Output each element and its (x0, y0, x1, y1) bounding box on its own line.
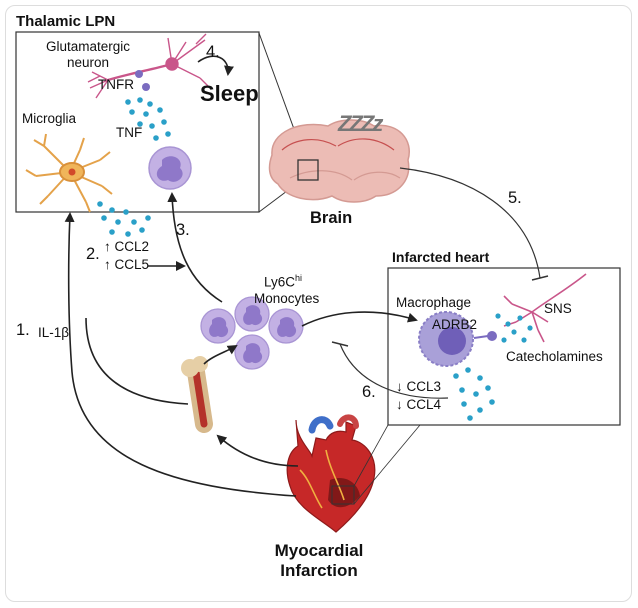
step-1: 1. (16, 321, 30, 339)
label-ccl5: ↑ CCL5 (104, 257, 150, 272)
infarcted-heart-box (387, 267, 621, 426)
brain-illustration (268, 119, 410, 203)
label-zzz: ZZZz (338, 111, 383, 136)
label-catecholamines: Catecholamines (506, 349, 603, 364)
arrow-4-neuron-to-sleep (197, 55, 234, 76)
label-tnfr: TNFR (98, 77, 134, 92)
step-6: 6. (362, 383, 376, 401)
label-ly6c: Ly6Chi (264, 273, 303, 290)
label-ccl2: ↑ CCL2 (104, 239, 150, 254)
heart-illustration (286, 414, 376, 533)
arrow-5-brain-to-sns (399, 167, 541, 279)
label-ly6c-sup: hi (295, 273, 303, 283)
title-infarcted-heart: Infarcted heart (392, 249, 490, 265)
arrow-heart-to-bone (216, 434, 299, 467)
ccl2-ccl5-dots (97, 201, 151, 237)
tnf-dots (125, 97, 171, 141)
label-ccl3: ↓ CCL3 (396, 379, 442, 394)
figure-frame (5, 5, 632, 602)
label-monocytes: Monocytes (254, 291, 320, 306)
arrow-6-ccl-inhibit (339, 343, 449, 399)
label-sns: SNS (544, 301, 572, 316)
label-macrophage: Macrophage (396, 295, 472, 310)
microglia-illustration (25, 133, 113, 213)
label-glutamatergic: Glutamatergic (45, 39, 131, 54)
arrow-3-monocytes-to-lpn (167, 192, 223, 303)
label-ccl4: ↓ CCL4 (396, 397, 442, 412)
label-tnf: TNF (116, 125, 143, 140)
arrow-bone-to-monocytes (203, 344, 238, 365)
ccl3-ccl4-dots (453, 367, 495, 421)
label-microglia: Microglia (22, 111, 77, 126)
label-il1b: IL-1β (38, 325, 70, 340)
heart-zoom-line-1 (353, 424, 389, 487)
bone-illustration (181, 356, 213, 433)
arrow-bone-to-microglia (85, 317, 189, 405)
label-mi-line1: Myocardial (274, 541, 364, 560)
sns-nerve-illustration (503, 273, 587, 343)
arrow-monocytes-to-macrophage (301, 311, 418, 327)
tnfr-receptor-2 (142, 83, 150, 91)
catecholamine-dots (495, 313, 533, 343)
heart-zoom-line-2 (353, 424, 421, 505)
step-5: 5. (508, 189, 522, 207)
label-mi-line2: Infarction (280, 561, 358, 580)
step-3: 3. (176, 221, 190, 239)
thalamic-lpn-box (15, 31, 260, 213)
title-thalamic-lpn: Thalamic LPN (16, 13, 116, 30)
ly6chi-monocytes-cluster (200, 296, 304, 370)
arrow-1-heart-to-microglia (64, 212, 297, 497)
step-2: 2. (86, 245, 100, 263)
label-sleep: Sleep (200, 81, 259, 106)
label-brain: Brain (310, 209, 353, 227)
macrophage-illustration (418, 311, 497, 367)
tnfr-receptor-1 (135, 70, 143, 78)
step-4: 4. (206, 43, 220, 61)
lpn-monocyte (148, 146, 192, 190)
label-neuron: neuron (66, 55, 110, 70)
label-adrb2: ADRB2 (432, 317, 478, 332)
